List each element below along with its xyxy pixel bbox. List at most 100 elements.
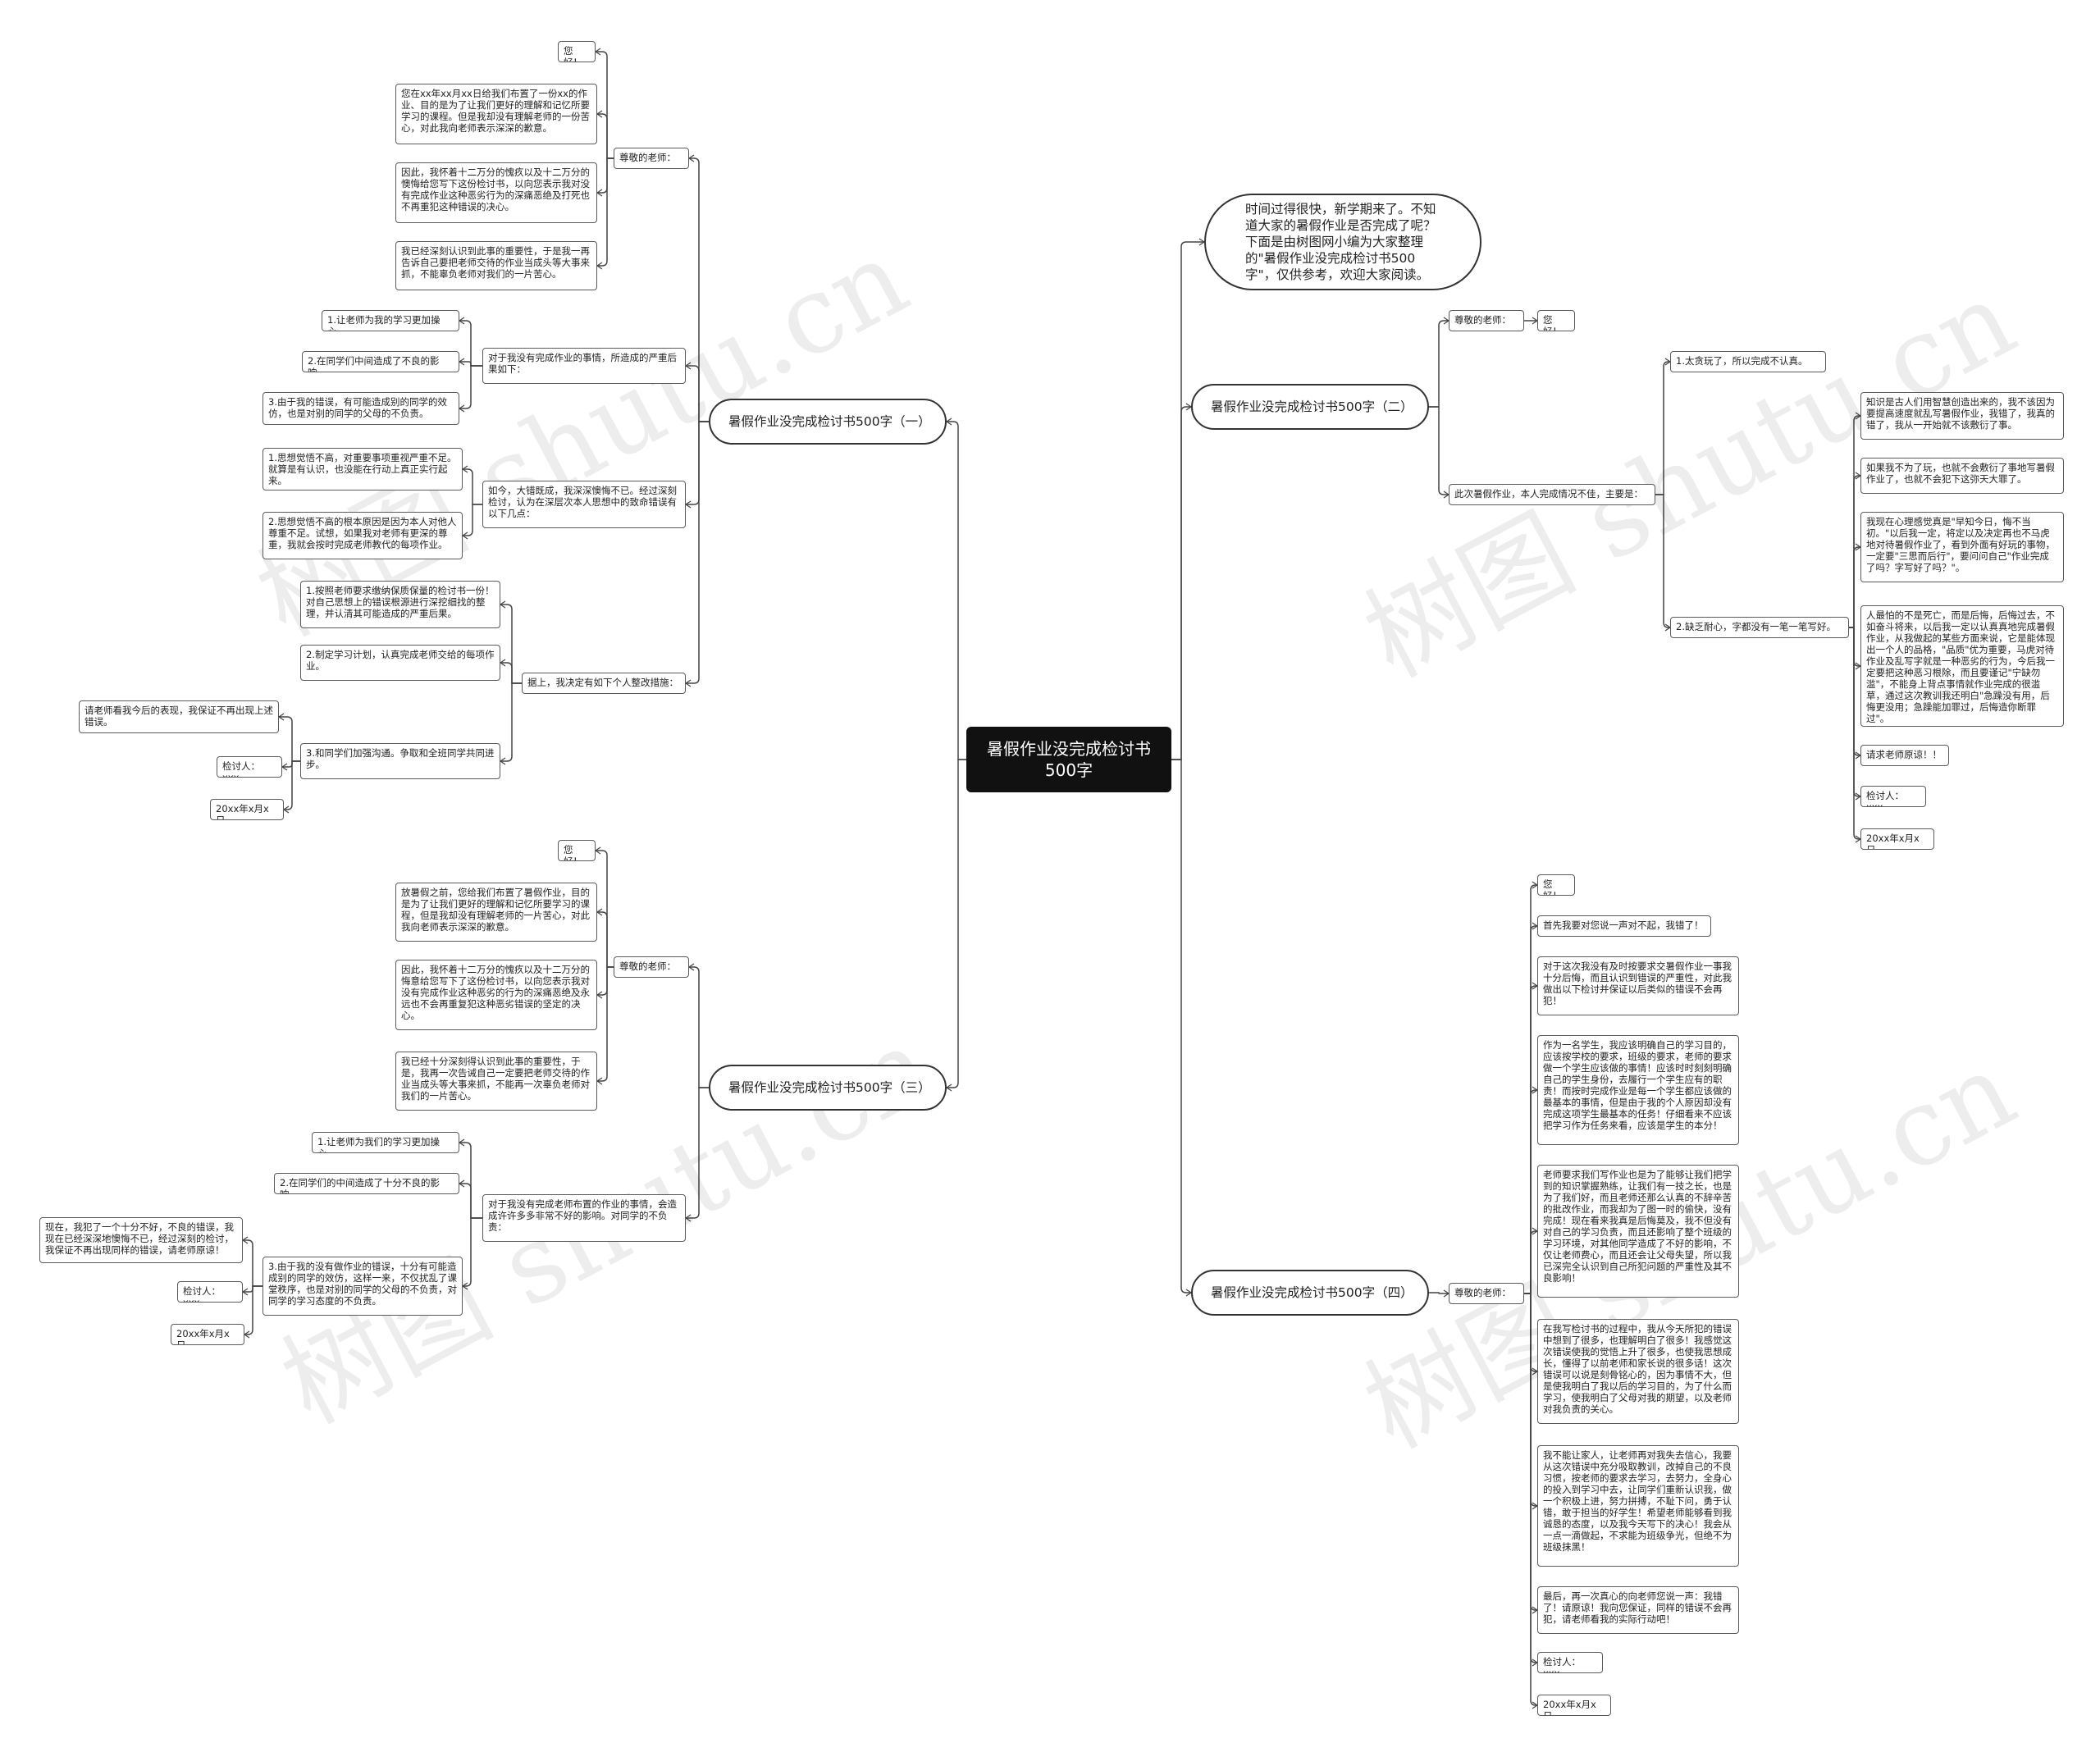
connector — [284, 760, 300, 810]
connector-arrow — [596, 262, 603, 270]
salutation[interactable]: 尊敬的老师： — [1449, 310, 1524, 331]
paragraph-1[interactable]: 对于这次我没有及时按要求交暑假作业一事我十分后悔，而且认识到错误的严重性，对此我… — [1537, 956, 1739, 1015]
greeting[interactable]: 您好！ — [558, 41, 596, 62]
apology[interactable]: 首先我要对您说一声对不起，我错了！ — [1537, 915, 1711, 937]
date[interactable]: 20xx年x月x日 — [1860, 828, 1934, 850]
connector — [459, 365, 482, 409]
connector — [1524, 985, 1537, 1294]
connector — [459, 1142, 482, 1219]
connector — [597, 157, 614, 194]
paragraph-1[interactable]: 您在xx年xx月xx日给我们布置了一份xx的作业、目的是为了让我们更好的理解和记… — [395, 84, 597, 144]
connector-arrow — [277, 713, 285, 721]
connector — [243, 1239, 262, 1287]
connector-arrow — [241, 1288, 249, 1296]
paragraph-6[interactable]: 最后，再一次真心的向老师您说一声：我错了！请原谅！我向您保证，同样的错误不会再犯… — [1537, 1586, 1739, 1634]
salutation[interactable]: 尊敬的老师： — [614, 148, 689, 169]
connector — [597, 966, 614, 996]
reason-item[interactable]: 1.太贪玩了，所以完成不认真。 — [1670, 351, 1826, 372]
connector-arrow — [594, 48, 601, 56]
intro-node[interactable]: 时间过得很快，新学期来了。不知道大家的暑假作业是否完成了呢？下面是由树图网小编为… — [1204, 194, 1481, 290]
date[interactable]: 20xx年x月x日 — [210, 799, 284, 820]
connector-arrow — [458, 358, 465, 366]
greeting[interactable]: 您好！ — [1537, 874, 1575, 896]
connector — [689, 966, 709, 1088]
connector-arrow — [461, 465, 468, 473]
paragraph-2[interactable]: 因此，我怀着十二万分的愧疚以及十二万分的懊悔给您写下这份检讨书，以向您表示我对没… — [395, 162, 597, 223]
connector — [1849, 627, 1860, 756]
paragraph-3[interactable]: 老师要求我们写作业也是为了能够让我们把学到的知识掌握熟练，让我们有一技之长，也是… — [1537, 1165, 1739, 1298]
signer[interactable]: 检讨人：xxx — [217, 756, 282, 778]
connector — [1849, 627, 1860, 840]
connector — [596, 51, 614, 159]
reflection-item[interactable]: 我现在心理感觉真是"早知今日，悔不当初。"以后我一定，将定以及决定再也不马虎地对… — [1860, 512, 2064, 582]
reflection-item[interactable]: 2.思想觉悟不高的根本原因是因为本人对他人尊重不足。试想，如果我对老师有更深的尊… — [262, 512, 463, 559]
connector — [459, 361, 482, 367]
signer[interactable]: 检讨人：xxx — [1537, 1652, 1603, 1673]
reason-item[interactable]: 2.缺乏耐心，字都没有一笔一笔写好。 — [1670, 617, 1849, 638]
measures-heading[interactable]: 据上，我决定有如下个人整改措施： — [522, 673, 686, 694]
measure-item[interactable]: 2.制定学习计划，认真完成老师交给的每项作业。 — [300, 645, 500, 681]
connector — [597, 113, 614, 159]
date[interactable]: 20xx年x月x日 — [1537, 1695, 1611, 1716]
reflection-item[interactable]: 如果我不为了玩，也就不会敷衍了事地写暑假作业了，也就不会犯下这弥天大罪了。 — [1860, 458, 2064, 494]
connector — [459, 320, 482, 367]
branch-4-title[interactable]: 暑假作业没完成检讨书500字（四） — [1191, 1270, 1429, 1316]
measure-item[interactable]: 1.按照老师要求缴纳保质保量的检讨书一份！对自己思想上的错误根源进行深挖细找的整… — [300, 581, 500, 628]
branch-3-title[interactable]: 暑假作业没完成检讨书500字（三） — [709, 1065, 947, 1111]
effect-item[interactable]: 1.让老师为我的学习更加操心。 — [322, 310, 459, 331]
paragraph-5[interactable]: 我不能让家人，让老师再对我失去信心，我要从这次错误中充分吸取教训，改掉自己的不良… — [1537, 1445, 1739, 1567]
reflection-item[interactable]: 知识是古人们用智慧创造出来的，我不该因为要提高速度就乱写暑假作业，我错了，我真的… — [1860, 392, 2064, 440]
measure-item[interactable]: 3.和同学们加强沟通。争取和全班同学共同进步。 — [300, 743, 500, 779]
connector-arrow — [499, 600, 506, 609]
connector — [597, 966, 614, 1082]
date[interactable]: 20xx年x月x日 — [171, 1324, 244, 1345]
effects-heading[interactable]: 对于我没有完成作业的事情，所造成的严重后果如下： — [482, 348, 686, 384]
connector — [686, 421, 709, 684]
situation-heading[interactable]: 此次暑假作业，本人完成情况不佳，主要是： — [1449, 484, 1655, 505]
reflection-item[interactable]: 1.思想觉悟不高，对重要事项重视严重不足。就算是有认识，也没能在行动上真正实行起… — [262, 448, 463, 490]
closing-statement[interactable]: 现在，我犯了一个十分不好，不良的错误，我现在已经深深地懊悔不已，经过深刻的检讨，… — [39, 1217, 243, 1263]
connector-arrow — [684, 362, 692, 370]
paragraph-2[interactable]: 作为一名学生，我应该明确自己的学习目的，应该按学校的要求，班级的要求，老师的要求… — [1537, 1035, 1739, 1145]
effect-item[interactable]: 3.由于我的错误，有可能造成别的同学的效仿，也是对别的同学的父母的不负责。 — [262, 392, 459, 425]
greeting[interactable]: 您好！ — [1537, 310, 1575, 331]
connector — [500, 604, 522, 684]
connector — [1849, 627, 1860, 797]
paragraph-3[interactable]: 我已经十分深刻得认识到此事的重要性，于是，我再一次告诫自己一定要把老师交待的作业… — [395, 1052, 597, 1111]
effect-item[interactable]: 1.让老师为我们的学习更加操心。 — [312, 1132, 459, 1153]
signer[interactable]: 检讨人：xxx — [1860, 786, 1926, 807]
connector-arrow — [499, 659, 506, 667]
connector-arrow — [596, 1077, 603, 1085]
connector — [459, 1183, 482, 1219]
signer[interactable]: 检讨人：xxx — [177, 1281, 243, 1303]
effect-item[interactable]: 3.由于我的没有做作业的错误，十分有可能造成别的同学的效仿，这样一来，不仅扰乱了… — [262, 1257, 463, 1316]
request-item[interactable]: 请求老师原谅！！ — [1860, 745, 1949, 766]
effects-heading[interactable]: 对于我没有完成老师布置的作业的事情，会造成许许多多非常不好的影响。对同学的不负责… — [482, 1194, 686, 1242]
branch-1-title[interactable]: 暑假作业没完成检讨书500字（一） — [709, 399, 947, 445]
connector-arrow — [596, 908, 603, 916]
paragraph-2[interactable]: 因此，我怀着十二万分的愧疚以及十二万分的悔意给您写下了这份检讨书，以向您表示我对… — [395, 960, 597, 1030]
greeting[interactable]: 您好！ — [558, 840, 596, 861]
salutation[interactable]: 尊敬的老师： — [614, 956, 689, 978]
reflection-item[interactable]: 人最怕的不是死亡，而是后悔，后悔过去，不如奋斗将来，以后我一定以认真真地完成暑假… — [1860, 605, 2064, 727]
paragraph-3[interactable]: 我已经深刻认识到此事的重要性，于是我一再告诉自己要把老师交待的作业当成头等大事来… — [395, 241, 597, 290]
paragraph-4[interactable]: 在我写检讨书的过程中，我从今天所犯的错误中想到了很多，也理解明白了很多！我感觉这… — [1537, 1319, 1739, 1424]
connector — [597, 911, 614, 968]
paragraph-1[interactable]: 放暑假之前，您给我们布置了暑假作业，目的是为了让我们更好的理解和记忆所要学习的课… — [395, 883, 597, 942]
effect-item[interactable]: 2.在同学们中间造成了不良的影响。 — [302, 351, 459, 372]
effect-item[interactable]: 2.在同学们的中间造成了十分不良的影响。 — [274, 1173, 459, 1194]
connector-arrow — [281, 763, 288, 771]
branch-2-title[interactable]: 暑假作业没完成检讨书500字（二） — [1191, 384, 1429, 430]
connector — [463, 468, 482, 505]
connector-arrow — [458, 317, 465, 325]
reflection-heading[interactable]: 如今，大错既成，我深深懊悔不已。经过深刻检讨，认为在深层次本人思想中的致命错误有… — [482, 481, 686, 528]
root-topic[interactable]: 暑假作业没完成检讨书500字 — [966, 727, 1171, 792]
salutation[interactable]: 尊敬的老师： — [1449, 1283, 1524, 1304]
closing-statement[interactable]: 请老师看我今后的表现，我保证不再出现上述错误。 — [79, 700, 279, 733]
connector-arrow — [499, 757, 506, 765]
connector-arrow — [458, 404, 465, 413]
connector-arrow — [945, 1084, 952, 1092]
connector — [463, 1217, 482, 1287]
connector-arrow — [596, 110, 603, 118]
